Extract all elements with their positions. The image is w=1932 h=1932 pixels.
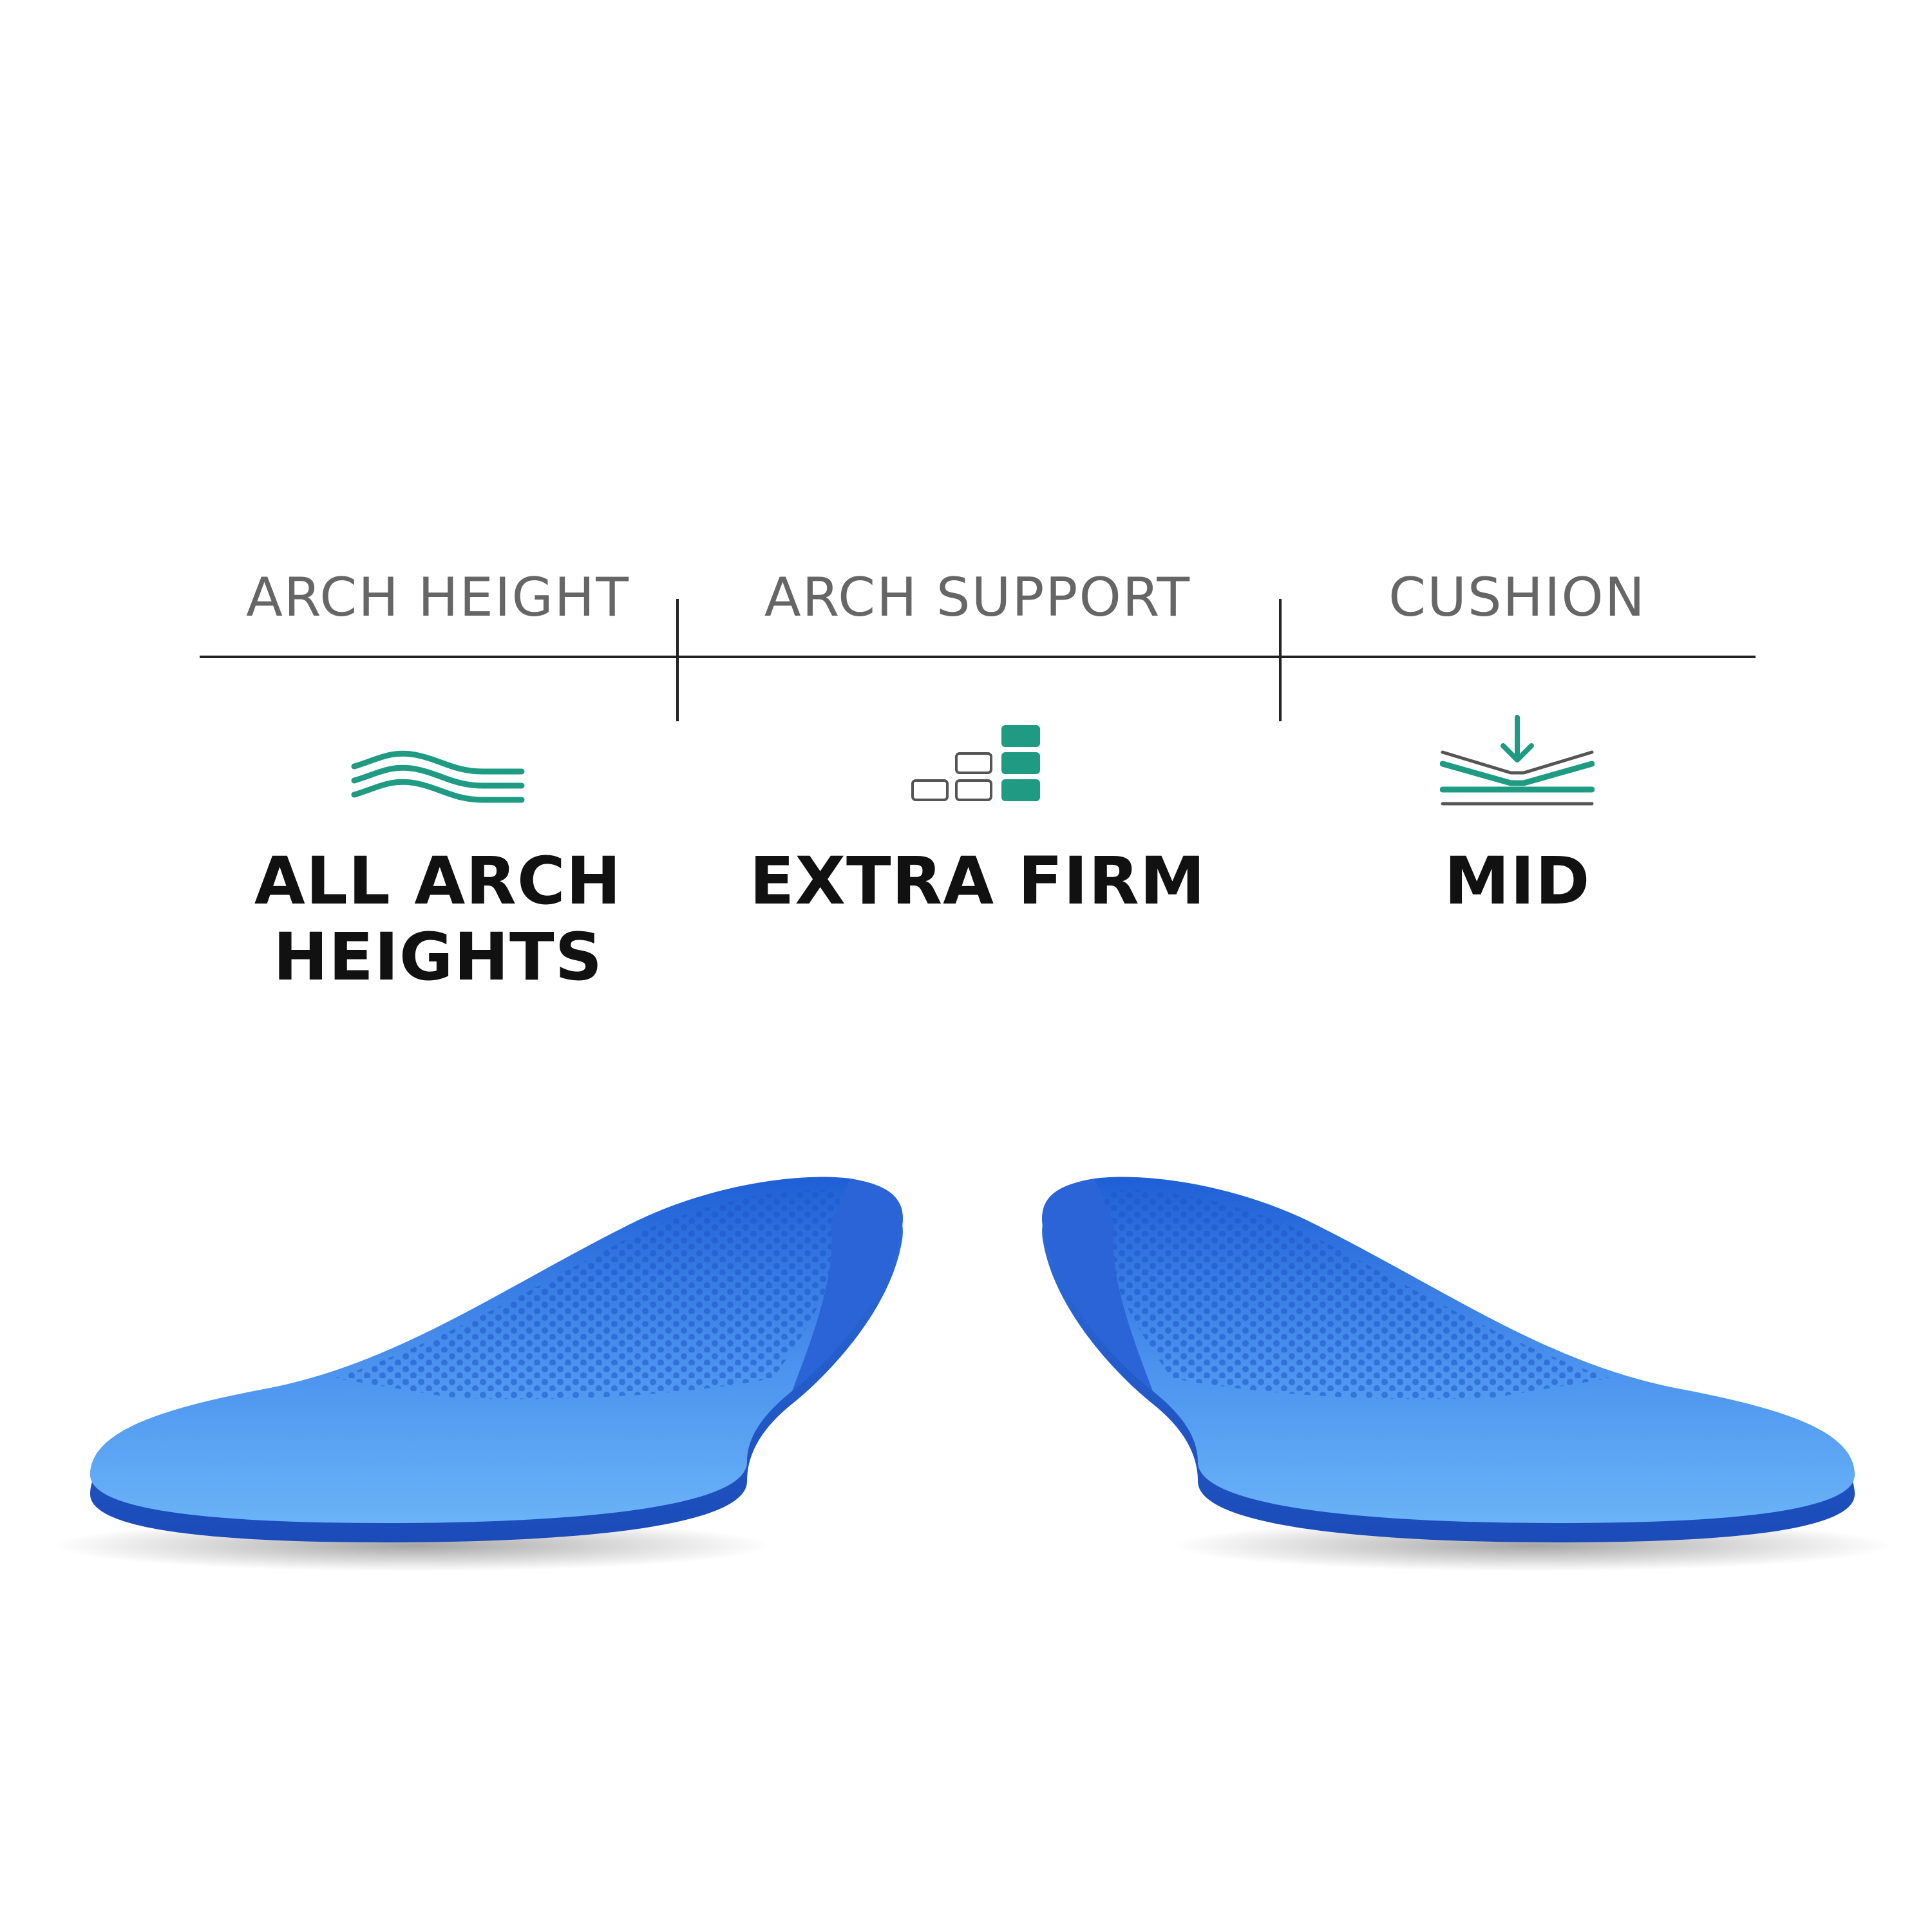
insoles-product-image [0,1146,1932,1584]
spec-title: ARCH SUPPORT [764,566,1191,629]
spec-value: EXTRA FIRM [749,843,1206,920]
spec-table: ARCH HEIGHT ALL ARCH HEIGHTS ARCH SUPPOR… [200,0,1756,1095]
waves-icon [351,747,525,808]
spec-title: CUSHION [1388,566,1646,629]
header-divider [200,656,1756,658]
column-divider-2 [1279,599,1282,721]
spec-column-arch-support: ARCH SUPPORT EXTRA FIRM [676,0,1279,1095]
spec-value: ALL ARCH HEIGHTS [254,843,622,996]
left-insole [90,1177,903,1542]
spec-value: MID [1444,843,1591,920]
spec-column-cushion: CUSHION MID [1279,0,1756,1095]
right-insole [1042,1177,1855,1542]
compression-arrow-icon [1439,714,1595,813]
firmness-blocks-icon [910,714,1045,806]
column-divider-1 [676,599,679,721]
spec-column-arch-height: ARCH HEIGHT ALL ARCH HEIGHTS [200,0,676,1095]
spec-title: ARCH HEIGHT [246,566,630,629]
